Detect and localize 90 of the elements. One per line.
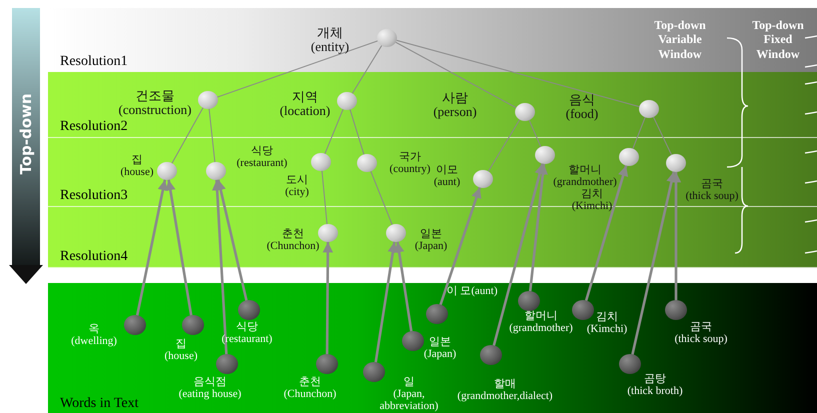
arrow <box>322 242 334 354</box>
concept-sphere <box>198 91 218 109</box>
node-label: 일본 (Japan) <box>424 336 456 360</box>
node-label: 국가 (country) <box>390 150 430 176</box>
resolution-band <box>48 283 817 413</box>
tree-line <box>324 108 344 154</box>
concept-sphere <box>206 162 226 180</box>
node-label: 할머니 (grandmother) <box>553 164 617 188</box>
arrow <box>439 187 482 306</box>
word-sphere <box>216 354 238 374</box>
node-label: 건조물 (construction) <box>118 88 192 118</box>
node-label: 음식점 (eating house) <box>178 376 242 400</box>
node-label: 식당 (restaurant) <box>236 144 288 170</box>
node-label: 일본 (Japan) <box>414 228 448 252</box>
concept-sphere <box>311 153 331 171</box>
tree-line <box>528 120 542 148</box>
band-label: Resolution1 <box>60 54 128 70</box>
arrow <box>374 242 398 362</box>
tree-line <box>208 108 216 163</box>
concept-sphere <box>515 103 535 121</box>
node-label: 옥 (dwelling) <box>71 322 117 348</box>
arrow <box>165 180 192 316</box>
concept-sphere <box>639 100 659 118</box>
node-label: 곰국 (thick soup) <box>674 320 728 346</box>
node-label: 도시 (city) <box>285 174 309 198</box>
node-label: 사람 (person) <box>433 90 477 120</box>
window-header: Top-down Fixed Window <box>751 18 805 62</box>
node-label: 이 모(aunt) <box>446 284 498 297</box>
word-sphere <box>572 300 594 320</box>
node-label: 개체 (entity) <box>310 26 350 54</box>
concept-sphere <box>386 224 406 242</box>
arrow <box>528 164 548 292</box>
tree-line <box>370 170 393 226</box>
band-label: Resolution3 <box>60 188 128 204</box>
concept-sphere <box>619 148 639 166</box>
node-label: 일 (Japan, abbreviation) <box>378 376 440 412</box>
concept-sphere <box>337 92 357 110</box>
concept-sphere <box>666 154 686 172</box>
arrow <box>136 180 168 316</box>
word-sphere <box>402 331 424 351</box>
arrow <box>631 171 677 355</box>
window-header: Top-down Variable Window <box>653 18 707 62</box>
word-sphere <box>619 354 641 374</box>
tree-line <box>350 109 364 155</box>
tree-line <box>352 45 382 94</box>
tree-line <box>216 40 378 98</box>
arrow <box>492 163 545 346</box>
node-label: 집 (house) <box>164 338 198 362</box>
node-label: 춘천 (Chunchon) <box>284 376 336 400</box>
arrow <box>670 172 682 300</box>
concept-sphere <box>357 154 377 172</box>
tree-line <box>652 116 672 156</box>
word-sphere <box>238 300 260 320</box>
concept-sphere <box>157 162 177 180</box>
node-label: 김치 (Kimchi) <box>586 310 628 336</box>
concept-sphere <box>377 29 397 47</box>
word-sphere <box>665 300 687 320</box>
node-label: 할매 (grandmother,dialect) <box>457 378 553 402</box>
node-label: 집 (house) <box>120 154 154 178</box>
resolution-band <box>48 72 817 138</box>
word-sphere <box>182 315 204 335</box>
node-label: 할머니 (grandmother) <box>509 310 573 334</box>
tree-line <box>321 170 328 225</box>
word-sphere <box>426 304 448 324</box>
concept-sphere <box>535 146 555 164</box>
tree-line <box>396 40 640 108</box>
tree-line <box>488 119 520 172</box>
axis-label: Top-down <box>16 92 36 177</box>
word-sphere <box>124 315 146 335</box>
tree-line <box>395 42 517 108</box>
tree-line <box>632 116 646 150</box>
arrow <box>212 180 228 354</box>
word-sphere <box>316 354 338 374</box>
node-label: 곰탕 (thick broth) <box>627 372 683 398</box>
node-label: 음식 (food) <box>566 92 598 122</box>
node-label: 지역 (location) <box>280 90 330 118</box>
node-label: 춘천 (Chunchon) <box>266 228 320 252</box>
band-label: Words in Text <box>60 396 139 412</box>
tree-line <box>172 107 204 164</box>
word-sphere <box>518 291 540 311</box>
word-sphere <box>363 362 385 382</box>
concept-sphere <box>473 170 493 188</box>
node-label: 곰국 (thick soup) <box>686 178 738 202</box>
node-label: 식당 (restaurant) <box>222 320 272 346</box>
word-sphere <box>480 345 502 365</box>
concept-sphere <box>318 224 338 242</box>
band-label: Resolution4 <box>60 249 128 265</box>
arrow <box>394 242 413 332</box>
band-label: Resolution2 <box>60 119 128 135</box>
node-label: 이모 (aunt) <box>434 164 460 188</box>
